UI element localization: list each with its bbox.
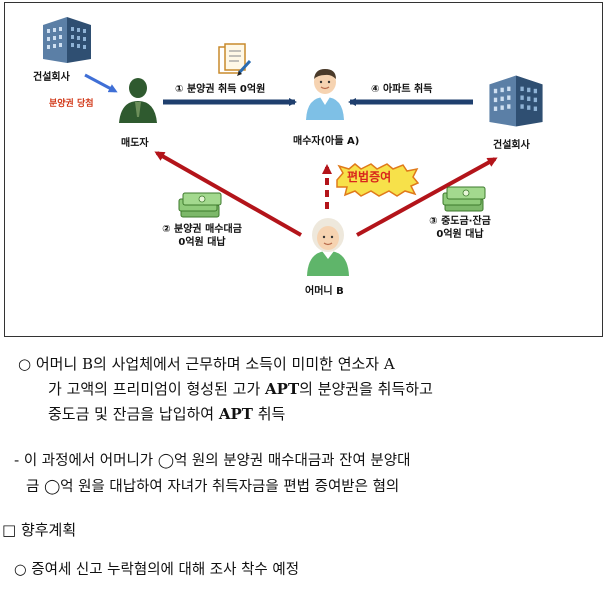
p1-line1: ○ 어머니 B의 사업체에서 근무하며 소득이 미미한 연소자 A <box>18 355 395 373</box>
step3-label: ③ 중도금·잔금 0억원 대납 <box>415 215 505 241</box>
p1-line2-c: 의 분양권을 취득하고 <box>299 380 433 398</box>
mother-label: 어머니 B <box>305 286 344 297</box>
p2-line2: 금 ◯억 원을 대납하여 자녀가 취득자금을 편법 증여받은 혐의 <box>26 479 400 495</box>
plan-item: ○ 증여세 신고 누락혐의에 대해 조사 착수 예정 <box>14 562 300 578</box>
p2-line1: - 이 과정에서 어머니가 ◯억 원의 분양권 매수대금과 잔여 분양대 <box>14 453 411 469</box>
money-stack-left-icon <box>178 192 222 218</box>
paragraph-main: ○ 어머니 B의 사업체에서 근무하며 소득이 미미한 연소자 A 가 고액의 … <box>18 352 604 427</box>
arrow-step3 <box>356 157 498 237</box>
paragraph-detail: - 이 과정에서 어머니가 ◯억 원의 분양권 매수대금과 잔여 분양대 금 ◯… <box>14 448 604 500</box>
step3-line2: 0억원 대납 <box>436 229 484 240</box>
documents-icon <box>218 43 252 76</box>
step1-label: ① 분양권 취득 0억원 <box>175 84 266 95</box>
buyer-person-icon <box>306 69 344 120</box>
arrow-presale <box>84 73 118 93</box>
money-stack-right-icon <box>442 186 486 212</box>
badge-burst-icon <box>336 163 419 197</box>
p1-line3: 중도금 및 잔금을 납입하여 APT 취득 <box>18 402 604 427</box>
p1-line2-b: APT <box>265 380 300 398</box>
p1-line3-c: 취득 <box>252 405 286 423</box>
mother-person-icon <box>307 218 349 276</box>
step4-label: ④ 아파트 취득 <box>371 84 433 95</box>
building-left-icon <box>43 17 91 63</box>
p1-line3-b: APT <box>218 405 253 423</box>
step2-line1: ② 분양권 매수대금 <box>162 224 242 235</box>
scheme-diagram: 건설회사 분양권 당첨 매도자 ① 분양권 취득 0억원 매수자(아들 A) <box>4 2 603 337</box>
arrows-layer <box>84 73 498 237</box>
seller-person-icon <box>119 78 157 123</box>
gift-badge-label: 편법증여 <box>347 170 392 184</box>
buyer-label: 매수자(아들 A) <box>293 136 360 147</box>
arrow-step2 <box>154 151 302 237</box>
seller-label: 매도자 <box>121 138 149 149</box>
construction-co-right-label: 건설회사 <box>493 140 530 151</box>
building-right-icon <box>489 75 543 127</box>
plan-heading: □ 향후계획 <box>2 521 77 539</box>
step3-line1: ③ 중도금·잔금 <box>429 216 491 227</box>
p1-line2: 가 고액의 프리미엄이 형성된 고가 APT의 분양권을 취득하고 <box>18 377 604 402</box>
p1-line2-a: 가 고액의 프리미엄이 형성된 고가 <box>48 380 266 398</box>
presale-win-label: 분양권 당첨 <box>49 99 94 109</box>
p1-line3-a: 중도금 및 잔금을 납입하여 <box>48 405 219 423</box>
construction-co-left-label: 건설회사 <box>33 72 70 83</box>
step2-line2: 0억원 대납 <box>178 237 226 248</box>
step2-label: ② 분양권 매수대금 0억원 대납 <box>147 223 257 249</box>
